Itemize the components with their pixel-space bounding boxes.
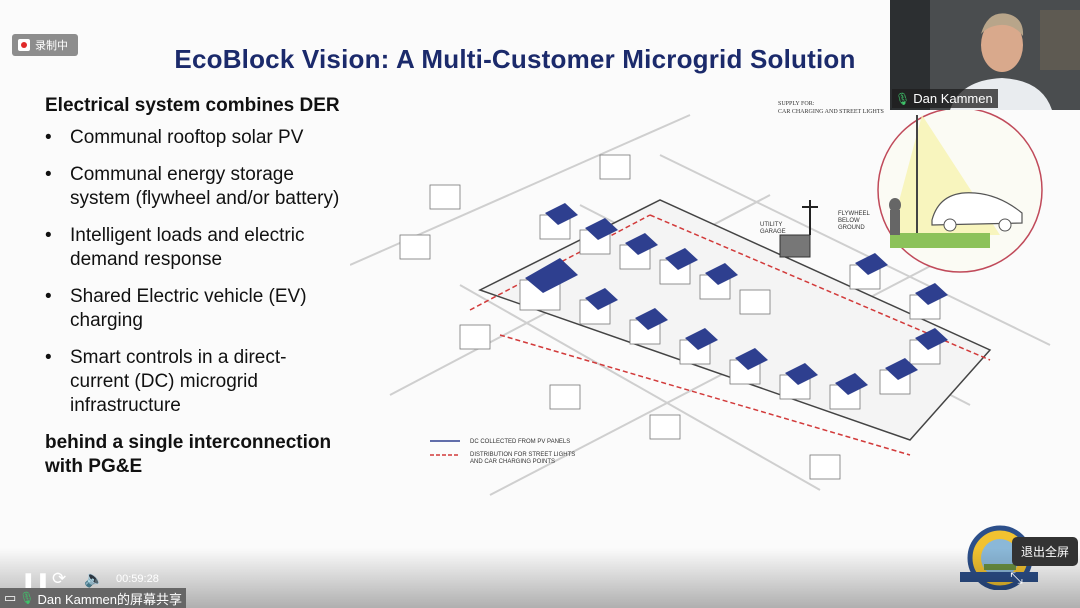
utility-label: GARAGE — [760, 229, 786, 235]
record-icon — [18, 39, 30, 51]
playback-time: 00:59:28 — [116, 573, 159, 585]
slide-bullets: Electrical system combines DER Communal … — [45, 94, 345, 479]
participant-name: Dan Kammen — [913, 91, 993, 106]
microgrid-diagram: UTILITY GARAGE FLYWHEEL BELOW GROUND SUP… — [350, 101, 1051, 496]
flywheel-label: BELOW — [838, 218, 860, 224]
bullet-item: Smart controls in a direct-current (DC) … — [45, 346, 345, 418]
recording-label: 录制中 — [35, 40, 68, 52]
ev-charging-detail — [877, 107, 1043, 273]
supply-label: SUPPLY FOR: — [778, 101, 815, 107]
slide-title: EcoBlock Vision: A Multi-Customer Microg… — [174, 44, 856, 74]
participant-video[interactable]: 🎙 Dan Kammen — [890, 0, 1080, 110]
microphone-icon: 🎙 — [895, 91, 911, 106]
exit-fullscreen-tooltip: 退出全屏 — [1012, 537, 1079, 566]
bullet-item: Intelligent loads and electric demand re… — [45, 224, 345, 272]
bullet-item: Shared Electric vehicle (EV) charging — [45, 285, 345, 333]
exit-fullscreen-icon[interactable]: ⤡ — [1010, 570, 1023, 587]
bullets-heading: Electrical system combines DER — [45, 95, 340, 116]
bullet-item: Communal energy storage system (flywheel… — [45, 163, 345, 211]
flywheel-label: GROUND — [838, 225, 865, 231]
recording-badge[interactable]: 录制中 — [12, 34, 78, 56]
legend-dist-label: AND CAR CHARGING POINTS — [470, 459, 555, 465]
screen-share-icon: ▭ — [4, 590, 17, 605]
legend-dist-label: DISTRIBUTION FOR STREET LIGHTS — [470, 452, 575, 458]
volume-icon[interactable]: 🔈 — [84, 571, 104, 588]
replay-icon[interactable]: ⟳ — [52, 569, 67, 588]
microphone-icon: 🎙 — [19, 591, 35, 605]
screen-share-text: Dan Kammen的屏幕共享 — [37, 591, 183, 607]
utility-label: UTILITY — [760, 222, 782, 228]
flywheel-label: FLYWHEEL — [838, 211, 871, 217]
bullet-list: Communal rooftop solar PV Communal energ… — [45, 126, 345, 418]
legend-dc-label: DC COLLECTED FROM PV PANELS — [470, 439, 570, 445]
california-seal-logo — [960, 525, 1038, 590]
screen-share-label: ▭ 🎙 Dan Kammen的屏幕共享 — [0, 588, 187, 608]
participant-name-tag: 🎙 Dan Kammen — [892, 89, 998, 108]
supply-label: CAR CHARGING AND STREET LIGHTS — [778, 109, 884, 115]
diagram-legend: DC COLLECTED FROM PV PANELS DISTRIBUTION… — [430, 439, 575, 465]
pause-icon[interactable]: ❚❚ — [22, 572, 52, 589]
utility-garage — [779, 234, 811, 258]
bullet-item: Communal rooftop solar PV — [45, 126, 345, 150]
houses — [399, 154, 948, 480]
bullets-footer: behind a single interconnection with PG&… — [45, 432, 332, 477]
